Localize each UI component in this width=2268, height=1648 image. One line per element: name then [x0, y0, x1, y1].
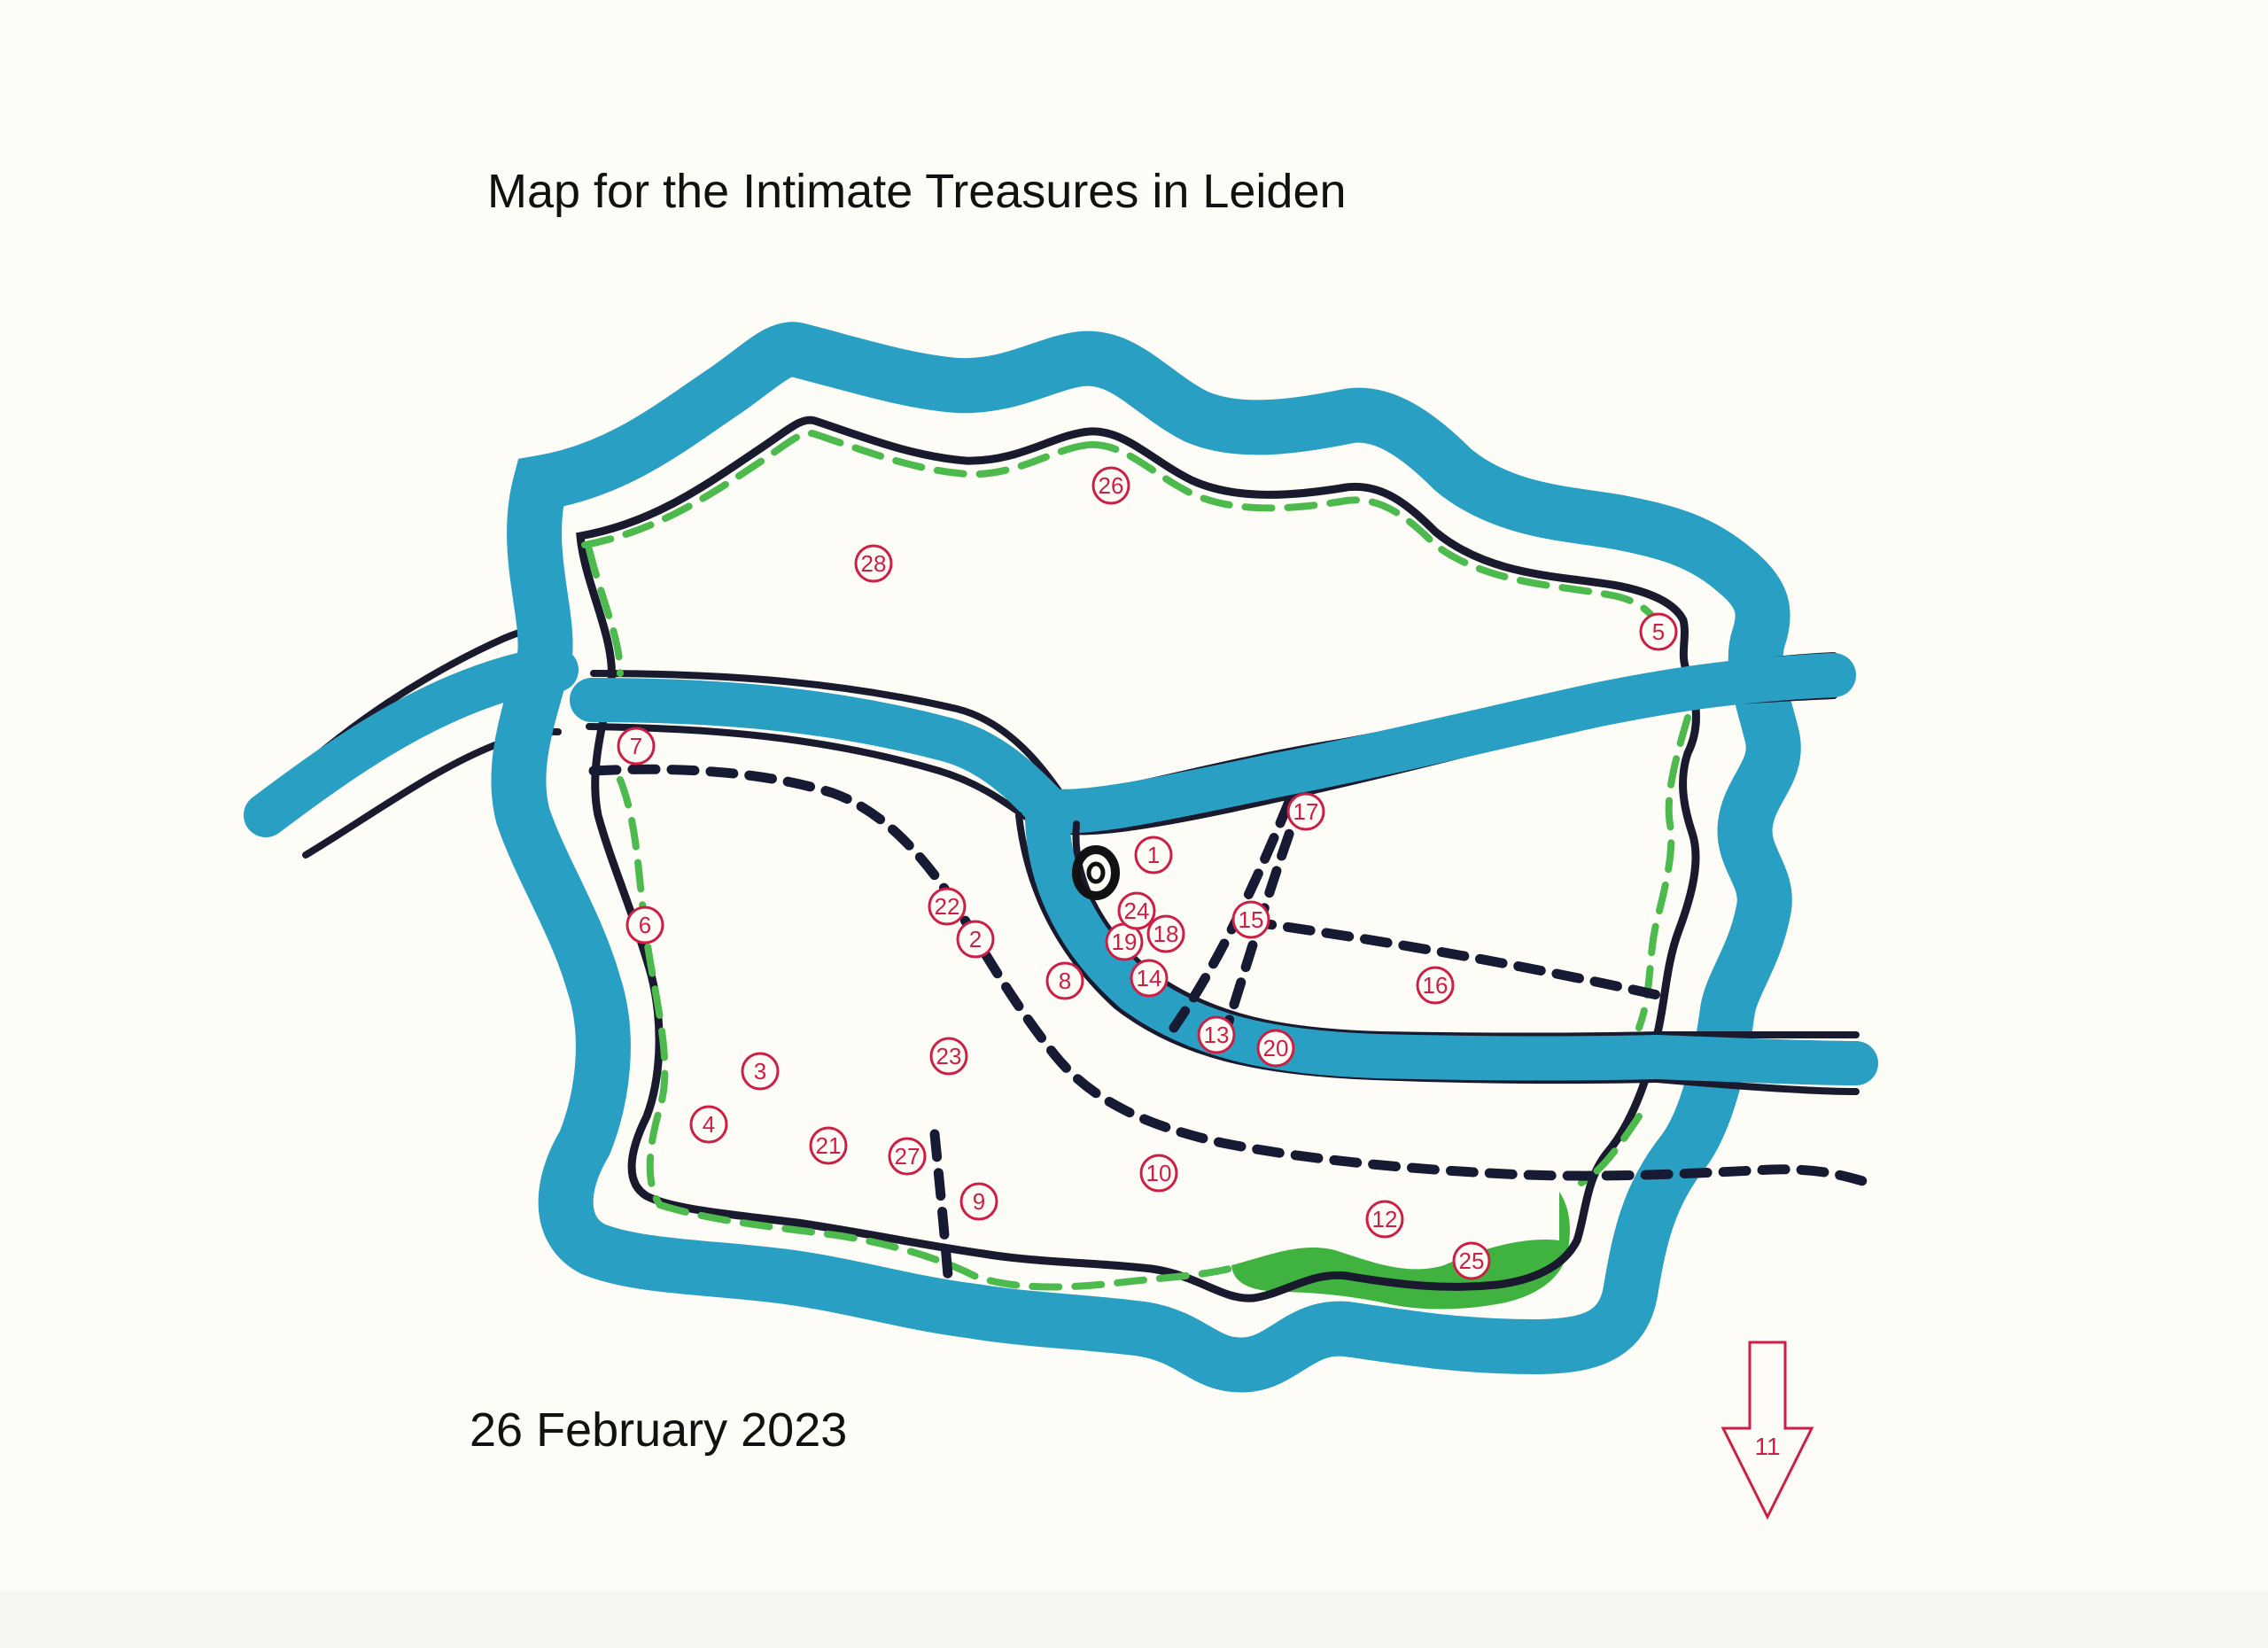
marker-label: 15	[1239, 906, 1264, 933]
marker-label: 27	[895, 1143, 920, 1170]
down-arrow-icon	[1720, 1341, 1814, 1520]
marker-22[interactable]: 22	[928, 887, 967, 926]
marker-circle-icon	[1091, 466, 1130, 505]
marker-23[interactable]: 23	[929, 1037, 968, 1076]
marker-label: 24	[1124, 898, 1150, 924]
marker-8[interactable]: 8	[1045, 961, 1084, 1000]
marker-circle-icon	[1452, 1241, 1491, 1280]
marker-4[interactable]: 4	[689, 1105, 728, 1144]
marker-label: 19	[1112, 929, 1138, 955]
marker-26[interactable]: 26	[1091, 466, 1130, 505]
marker-label: 2	[969, 926, 982, 952]
marker-20[interactable]: 20	[1256, 1029, 1295, 1068]
marker-3[interactable]: 3	[741, 1052, 780, 1091]
marker-28[interactable]: 28	[854, 544, 893, 583]
marker-circle-icon	[956, 920, 995, 959]
marker-5[interactable]: 5	[1639, 612, 1678, 651]
marker-circle-icon	[1197, 1015, 1236, 1054]
marker-circle-icon	[959, 1182, 998, 1221]
inner-curved-canal	[1015, 797, 1878, 1095]
marker-10[interactable]: 10	[1139, 1154, 1178, 1193]
marker-circle-icon	[809, 1126, 848, 1165]
marker-circle-icon	[1286, 792, 1325, 831]
marker-label: 7	[630, 733, 642, 759]
marker-circle-icon	[888, 1137, 927, 1176]
marker-circle-icon	[929, 1037, 968, 1076]
marker-label: 16	[1423, 972, 1449, 999]
marker-label: 21	[816, 1132, 842, 1159]
marker-label: 3	[754, 1058, 766, 1084]
marker-label: 4	[703, 1111, 715, 1138]
marker-label: 14	[1137, 965, 1162, 991]
marker-17[interactable]: 17	[1286, 792, 1325, 831]
marker-label: 18	[1153, 921, 1179, 947]
marker-1[interactable]: 1	[1134, 836, 1173, 875]
marker-16[interactable]: 16	[1416, 966, 1455, 1005]
marker-12[interactable]: 12	[1365, 1200, 1404, 1239]
marker-6[interactable]: 6	[625, 906, 664, 944]
marker-label: 13	[1204, 1022, 1230, 1048]
treasure-markers: 1234567891012131415161718192021222324252…	[617, 466, 1678, 1280]
marker-label: 6	[639, 912, 651, 938]
park-boundaries	[581, 430, 1691, 1291]
marker-label: 28	[861, 550, 887, 577]
burcht-landmark-icon	[1072, 845, 1120, 900]
map-date: 26 February 2023	[470, 1403, 848, 1457]
outer-moat	[491, 322, 1801, 1393]
marker-circle-icon	[1130, 959, 1169, 998]
marker-7[interactable]: 7	[617, 727, 656, 766]
marker-24[interactable]: 24	[1117, 891, 1156, 930]
marker-circle-icon	[689, 1105, 728, 1144]
middle-canal	[570, 652, 1856, 836]
marker-label: 1	[1147, 842, 1160, 868]
marker-circle-icon	[1117, 891, 1156, 930]
marker-13[interactable]: 13	[1197, 1015, 1236, 1054]
marker-circle-icon	[617, 727, 656, 766]
marker-circle-icon	[1139, 1154, 1178, 1193]
marker-circle-icon	[1146, 914, 1185, 953]
marker-9[interactable]: 9	[959, 1182, 998, 1221]
marker-circle-icon	[1045, 961, 1084, 1000]
marker-label: 26	[1099, 472, 1124, 499]
marker-label: 9	[973, 1188, 985, 1215]
marker-circle-icon	[1231, 900, 1270, 939]
marker-25[interactable]: 25	[1452, 1241, 1491, 1280]
marker-circle-icon	[1639, 612, 1678, 651]
marker-label: 23	[936, 1043, 962, 1069]
marker-label: 17	[1293, 798, 1319, 825]
marker-label: 20	[1263, 1035, 1289, 1061]
marker-circle-icon	[928, 887, 967, 926]
marker-label: 8	[1059, 968, 1071, 994]
offmap-arrow[interactable]: 11	[1720, 1341, 1814, 1520]
marker-21[interactable]: 21	[809, 1126, 848, 1165]
marker-15[interactable]: 15	[1231, 900, 1270, 939]
map-title: Map for the Intimate Treasures in Leiden	[487, 165, 1347, 218]
marker-18[interactable]: 18	[1146, 914, 1185, 953]
marker-label: 25	[1459, 1248, 1485, 1274]
marker-label: 5	[1652, 618, 1665, 645]
marker-circle-icon	[1365, 1200, 1404, 1239]
marker-circle-icon	[854, 544, 893, 583]
marker-circle-icon	[625, 906, 664, 944]
marker-27[interactable]: 27	[888, 1137, 927, 1176]
marker-circle-icon	[1134, 836, 1173, 875]
marker-circle-icon	[1256, 1029, 1295, 1068]
marker-circle-icon	[1416, 966, 1455, 1005]
marker-2[interactable]: 2	[956, 920, 995, 959]
scan-edge	[0, 1590, 2268, 1648]
marker-circle-icon	[741, 1052, 780, 1091]
marker-label: 22	[935, 893, 960, 920]
offmap-arrow-label: 11	[1754, 1433, 1780, 1460]
marker-14[interactable]: 14	[1130, 959, 1169, 998]
marker-label: 10	[1146, 1160, 1172, 1186]
marker-label: 12	[1372, 1206, 1398, 1232]
